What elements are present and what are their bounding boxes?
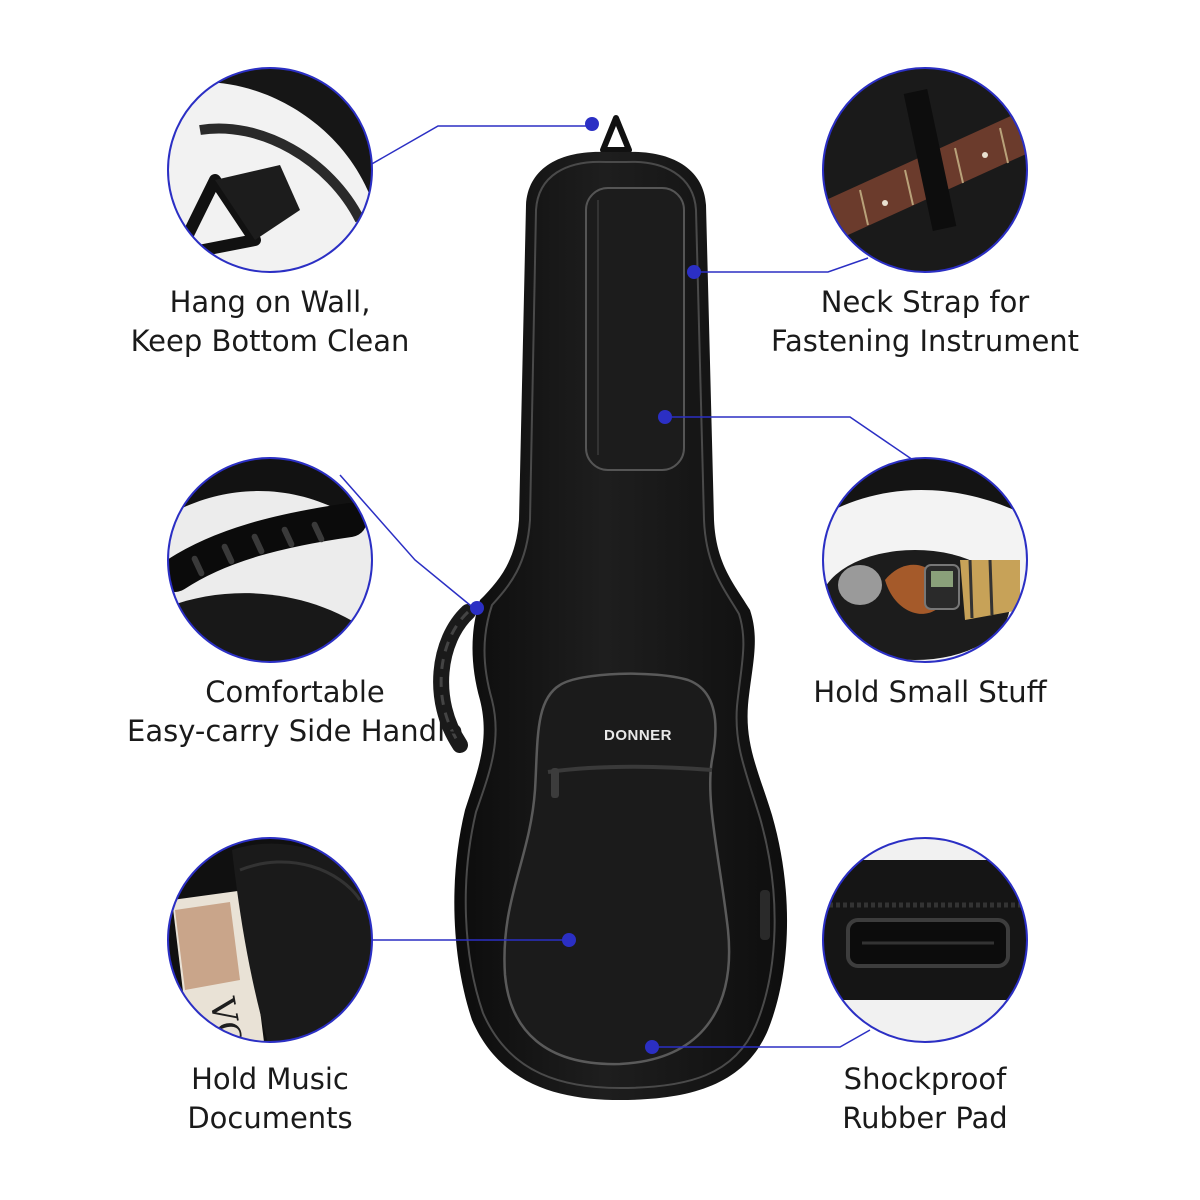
caption-neck-strap: Neck Strap for Fastening Instrument (760, 283, 1090, 361)
caption-side-handle-line2: Easy-carry Side Handle (127, 714, 463, 748)
connector-lines (339, 125, 914, 1048)
music-docs-detail-photo: VOGUE (167, 837, 373, 1043)
small-stuff-detail-photo (822, 457, 1028, 663)
caption-hang-line1: Hang on Wall, (169, 285, 371, 319)
caption-music-docs-line2: Documents (187, 1101, 353, 1135)
hang-detail-photo (167, 67, 373, 273)
guitar-gig-bag: DONNER (433, 115, 788, 1101)
caption-neck-strap-line1: Neck Strap for (820, 285, 1030, 319)
rubber-pad-detail-photo (822, 837, 1028, 1043)
neck-pocket (585, 187, 685, 471)
connector-dots (470, 117, 701, 1054)
caption-neck-strap-line2: Fastening Instrument (770, 324, 1080, 358)
caption-side-handle-line1: Comfortable (205, 675, 385, 709)
caption-rubber-pad: Shockproof Rubber Pad (795, 1060, 1055, 1138)
side-handle (433, 604, 476, 753)
caption-rubber-pad-line1: Shockproof (843, 1062, 1007, 1096)
caption-small-stuff-line1: Hold Small Stuff (813, 675, 1047, 709)
caption-music-docs-line1: Hold Music (191, 1062, 349, 1096)
caption-hang-line2: Keep Bottom Clean (130, 324, 410, 358)
caption-rubber-pad-line2: Rubber Pad (842, 1101, 1008, 1135)
brand-logo: DONNER (604, 727, 672, 744)
caption-side-handle: Comfortable Easy-carry Side Handle (115, 673, 475, 751)
caption-music-docs: Hold Music Documents (140, 1060, 400, 1138)
caption-small-stuff: Hold Small Stuff (790, 673, 1070, 712)
hang-loop (600, 115, 632, 153)
caption-hang: Hang on Wall, Keep Bottom Clean (120, 283, 420, 361)
neck-strap-detail-photo (822, 67, 1028, 273)
